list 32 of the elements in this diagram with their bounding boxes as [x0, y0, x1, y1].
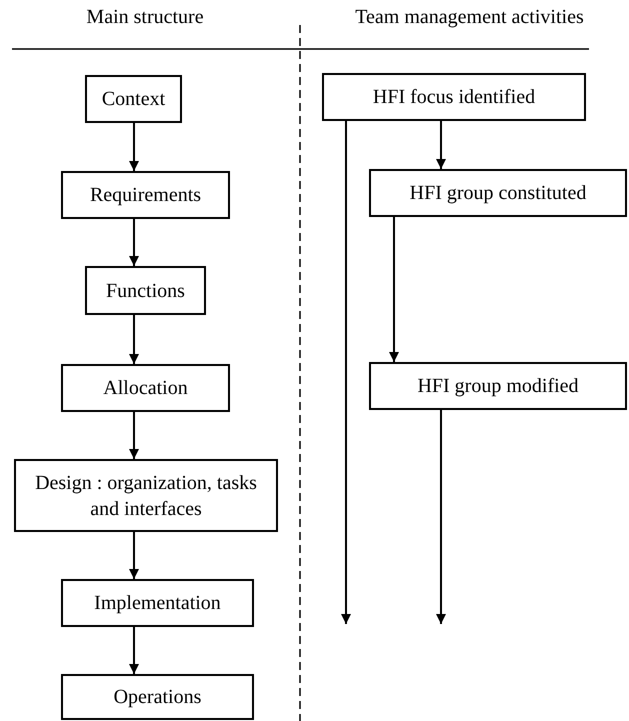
arrow — [389, 217, 399, 362]
box-label: HFI focus identified — [372, 85, 536, 110]
arrow — [341, 121, 351, 624]
box-label: HFI group constituted — [410, 181, 586, 206]
column-heading: Main structure — [85, 6, 205, 29]
process-box — [61, 171, 230, 219]
process-box — [61, 579, 254, 627]
process-box — [369, 362, 627, 410]
process-box — [85, 266, 206, 315]
box-label: Implementation — [94, 591, 221, 616]
arrow — [129, 123, 139, 171]
arrow — [436, 410, 446, 624]
arrow — [129, 219, 139, 266]
arrow — [436, 121, 446, 169]
box-label: Requirements — [90, 183, 202, 208]
box-label: Allocation — [103, 376, 188, 401]
arrow — [129, 532, 139, 579]
box-label: HFI group modified — [417, 374, 579, 399]
arrow — [129, 627, 139, 674]
process-box — [322, 73, 586, 121]
process-box — [14, 459, 278, 532]
process-box — [61, 364, 230, 412]
process-box — [369, 169, 627, 217]
process-box — [61, 674, 254, 720]
arrow — [129, 412, 139, 459]
box-label: Operations — [114, 685, 202, 710]
process-box — [85, 75, 182, 123]
column-heading: Team management activities — [354, 6, 585, 29]
box-label: Design : organization, tasks and interfaces — [34, 470, 258, 522]
arrow — [129, 315, 139, 364]
box-label: Context — [102, 87, 166, 112]
box-label: Functions — [106, 278, 185, 304]
